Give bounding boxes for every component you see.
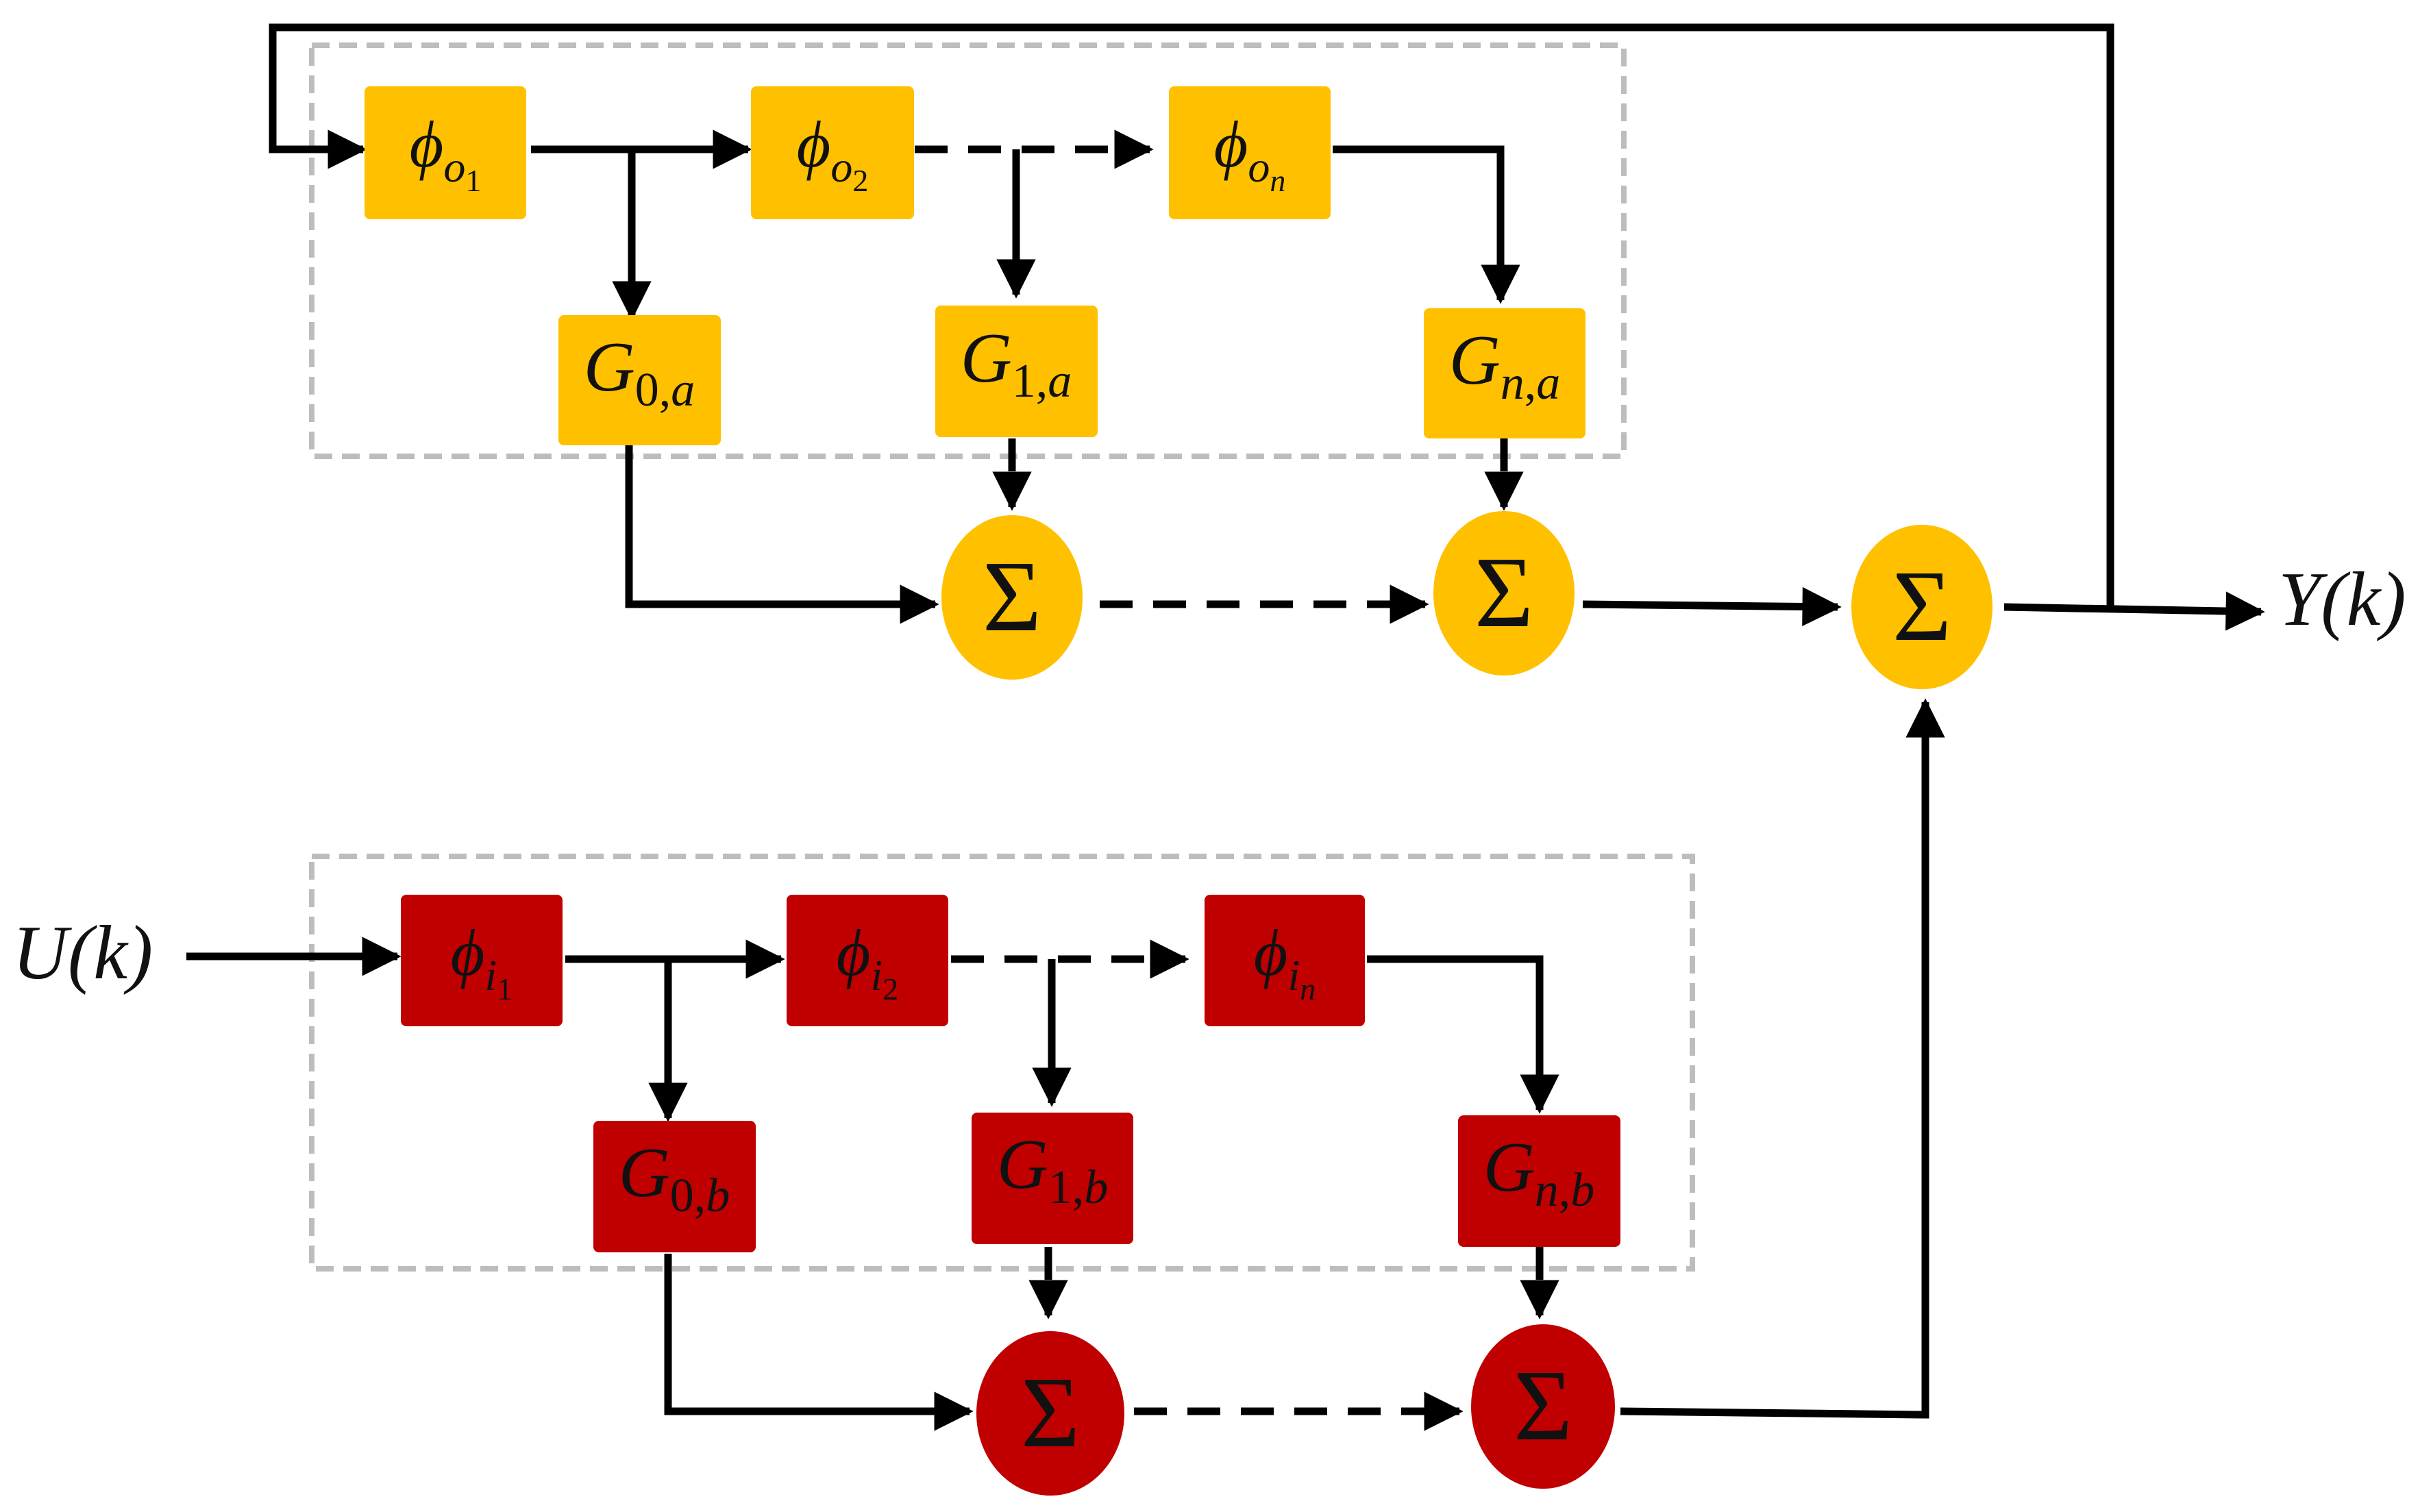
g-0b-block: G0,b <box>593 1121 756 1252</box>
g-nb-label: Gn,b <box>1483 1128 1595 1217</box>
sum-symbol: Σ <box>1892 550 1951 662</box>
g-na-label: Gn,a <box>1449 321 1561 410</box>
g-nb-box <box>1458 1115 1620 1247</box>
phi-i2-label: ϕi2 <box>837 916 898 1006</box>
g-0a-box <box>558 315 721 445</box>
g-0b-label: G0,b <box>619 1133 730 1222</box>
g-0a-block: G0,a <box>558 315 721 445</box>
phi-on-label: ϕon <box>1214 108 1286 198</box>
sum-junction-upper-1-circle <box>941 515 1083 680</box>
g-1b-block: G1,b <box>972 1113 1133 1244</box>
phi-in-box <box>1205 895 1365 1026</box>
g-1b-label: G1,b <box>997 1125 1109 1214</box>
phi-i2-block: ϕi2 <box>787 895 948 1026</box>
upper-group-frame <box>309 42 1627 459</box>
sum-symbol: Σ <box>1021 1356 1080 1469</box>
wire-phi-on-to-g-na <box>1333 145 1520 304</box>
g-0a-label: G0,a <box>584 327 695 417</box>
g-na-block: Gn,a <box>1424 308 1585 438</box>
lower-group-frame <box>309 854 1695 1272</box>
phi-in-block: ϕin <box>1205 895 1365 1026</box>
feedback-wire <box>269 23 2114 607</box>
sum-junction-upper-1: Σ <box>941 515 1083 680</box>
phi-o1-box <box>365 86 526 219</box>
sum-symbol: Σ <box>1514 1350 1572 1462</box>
g-1a-box <box>935 306 1098 437</box>
phi-o2-label: ϕo2 <box>797 108 869 198</box>
phi-o1-label: ϕo1 <box>410 108 482 198</box>
sum-junction-output-circle <box>1851 525 1992 689</box>
input-signal-label: U(k) <box>12 910 153 995</box>
phi-o2-block: ϕo2 <box>751 86 914 219</box>
wire-g-0b-to-sum-3 <box>664 1254 974 1431</box>
g-1a-label: G1,a <box>961 319 1072 408</box>
phi-i1-label: ϕi1 <box>451 916 513 1006</box>
sum-junction-upper-2-circle <box>1433 511 1575 676</box>
phi-o1-block: ϕo1 <box>365 86 526 219</box>
phi-i1-block: ϕi1 <box>401 895 563 1026</box>
phi-o2-box <box>751 86 914 219</box>
wire-sum-out-to-output <box>2003 591 2265 631</box>
output-signal-label: Y(k) <box>2278 557 2406 642</box>
g-nb-block: Gn,b <box>1458 1115 1620 1247</box>
phi-i1-box <box>401 895 563 1026</box>
g-0b-box <box>593 1121 756 1252</box>
wire-sum-2-to-sum-out <box>1582 586 1842 627</box>
phi-on-box <box>1169 86 1331 219</box>
sum-junction-lower-1: Σ <box>976 1331 1124 1496</box>
phi-in-label: ϕin <box>1254 916 1316 1006</box>
sum-junction-lower-2: Σ <box>1471 1324 1615 1489</box>
phi-i2-box <box>787 895 948 1026</box>
sum-junction-output: Σ <box>1851 525 1992 689</box>
phi-on-block: ϕon <box>1169 86 1331 219</box>
sum-symbol: Σ <box>983 541 1041 653</box>
sum-junction-upper-2: Σ <box>1433 511 1575 676</box>
g-na-box <box>1424 308 1585 438</box>
wire-phi-in-to-g-nb <box>1367 955 1559 1114</box>
g-1a-block: G1,a <box>935 306 1098 437</box>
wire-g-0a-to-sum-1 <box>625 445 939 624</box>
wire-sum-4-to-sum-out <box>1620 698 1945 1419</box>
sum-junction-lower-2-circle <box>1471 1324 1615 1489</box>
sum-symbol: Σ <box>1474 536 1533 649</box>
g-1b-box <box>972 1113 1133 1244</box>
sum-junction-lower-1-circle <box>976 1331 1124 1496</box>
